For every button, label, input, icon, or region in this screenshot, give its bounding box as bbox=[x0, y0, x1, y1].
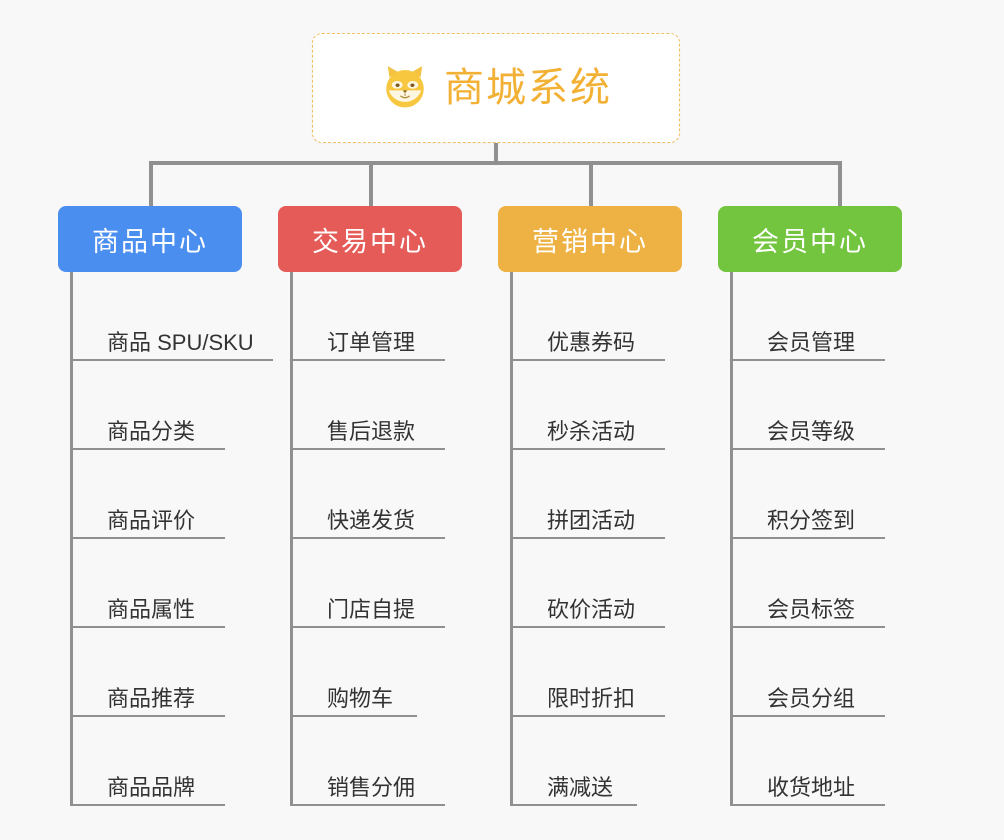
leaf-item-label: 会员等级 bbox=[767, 418, 856, 444]
leaf-item[interactable]: 秒杀活动 bbox=[513, 361, 682, 450]
leaf-item-label: 会员分组 bbox=[767, 685, 856, 711]
category-column: 商品中心商品 SPU/SKU 商品分类商品评价商品属性商品推荐商品品牌 bbox=[58, 206, 273, 806]
leaf-item[interactable]: 会员标签 bbox=[733, 539, 902, 628]
category-column: 营销中心优惠券码秒杀活动拼团活动砍价活动限时折扣满减送 bbox=[498, 206, 682, 806]
connector-drop-2 bbox=[369, 161, 373, 207]
leaf-item[interactable]: 会员管理 bbox=[733, 272, 902, 361]
leaf-item-label: 优惠券码 bbox=[547, 329, 636, 355]
leaf-item[interactable]: 限时折扣 bbox=[513, 628, 682, 717]
leaf-item[interactable]: 商品推荐 bbox=[73, 628, 242, 717]
shiba-dog-face-icon bbox=[386, 66, 424, 109]
leaf-item[interactable]: 购物车 bbox=[293, 628, 462, 717]
leaf-item-label: 售后退款 bbox=[327, 418, 416, 444]
leaf-item-label: 商品推荐 bbox=[107, 685, 196, 711]
leaf-item[interactable]: 商品品牌 bbox=[73, 717, 242, 806]
leaf-item-label: 会员标签 bbox=[767, 596, 856, 622]
leaf-item[interactable]: 快递发货 bbox=[293, 450, 462, 539]
leaf-item-label: 砍价活动 bbox=[547, 596, 636, 622]
leaf-item[interactable]: 商品属性 bbox=[73, 539, 242, 628]
leaf-item-label: 拼团活动 bbox=[547, 507, 636, 533]
leaf-item-label: 秒杀活动 bbox=[547, 418, 636, 444]
leaf-item-label: 商品 SPU/SKU bbox=[107, 329, 254, 355]
root-node[interactable]: 商城系统 bbox=[312, 33, 680, 143]
leaf-item[interactable]: 会员分组 bbox=[733, 628, 902, 717]
category-column: 会员中心会员管理会员等级积分签到会员标签会员分组收货地址 bbox=[718, 206, 902, 806]
connector-drop-1 bbox=[149, 161, 153, 207]
leaf-item[interactable]: 商品评价 bbox=[73, 450, 242, 539]
leaf-item-label: 会员管理 bbox=[767, 329, 856, 355]
connector-drop-4 bbox=[838, 161, 842, 207]
leaf-list: 优惠券码秒杀活动拼团活动砍价活动限时折扣满减送 bbox=[510, 272, 682, 806]
leaf-item[interactable]: 销售分佣 bbox=[293, 717, 462, 806]
leaf-item-label: 商品属性 bbox=[107, 596, 196, 622]
leaf-item[interactable]: 砍价活动 bbox=[513, 539, 682, 628]
leaf-item[interactable]: 售后退款 bbox=[293, 361, 462, 450]
connector-drop-3 bbox=[589, 161, 593, 207]
leaf-list: 商品 SPU/SKU 商品分类商品评价商品属性商品推荐商品品牌 bbox=[70, 272, 273, 806]
leaf-item-label: 积分签到 bbox=[767, 507, 856, 533]
category-box[interactable]: 会员中心 bbox=[718, 206, 902, 272]
leaf-item-label: 限时折扣 bbox=[547, 685, 636, 711]
leaf-item-label: 快递发货 bbox=[327, 507, 416, 533]
category-box[interactable]: 商品中心 bbox=[58, 206, 242, 272]
leaf-item-label: 收货地址 bbox=[767, 774, 856, 800]
leaf-item-label: 满减送 bbox=[547, 774, 614, 800]
connector-bus-horizontal bbox=[149, 161, 840, 165]
category-box[interactable]: 交易中心 bbox=[278, 206, 462, 272]
category-column: 交易中心订单管理售后退款快递发货门店自提购物车销售分佣 bbox=[278, 206, 462, 806]
leaf-item-label: 订单管理 bbox=[327, 329, 416, 355]
category-box[interactable]: 营销中心 bbox=[498, 206, 682, 272]
leaf-item[interactable]: 拼团活动 bbox=[513, 450, 682, 539]
leaf-item-label: 商品分类 bbox=[107, 418, 196, 444]
leaf-item[interactable]: 积分签到 bbox=[733, 450, 902, 539]
leaf-item[interactable]: 收货地址 bbox=[733, 717, 902, 806]
leaf-item-label: 销售分佣 bbox=[327, 774, 416, 800]
leaf-list: 订单管理售后退款快递发货门店自提购物车销售分佣 bbox=[290, 272, 462, 806]
leaf-item[interactable]: 优惠券码 bbox=[513, 272, 682, 361]
connector-trunk-vertical bbox=[494, 143, 498, 165]
leaf-item[interactable]: 订单管理 bbox=[293, 272, 462, 361]
leaf-item[interactable]: 商品分类 bbox=[73, 361, 242, 450]
leaf-item[interactable]: 满减送 bbox=[513, 717, 682, 806]
leaf-item-label: 门店自提 bbox=[327, 596, 416, 622]
leaf-list: 会员管理会员等级积分签到会员标签会员分组收货地址 bbox=[730, 272, 902, 806]
leaf-item-label: 商品评价 bbox=[107, 507, 196, 533]
root-title: 商城系统 bbox=[444, 66, 612, 110]
leaf-item[interactable]: 会员等级 bbox=[733, 361, 902, 450]
leaf-item[interactable]: 商品 SPU/SKU bbox=[73, 272, 273, 361]
leaf-item-label: 商品品牌 bbox=[107, 774, 196, 800]
leaf-item[interactable]: 门店自提 bbox=[293, 539, 462, 628]
leaf-item-label: 购物车 bbox=[327, 685, 394, 711]
